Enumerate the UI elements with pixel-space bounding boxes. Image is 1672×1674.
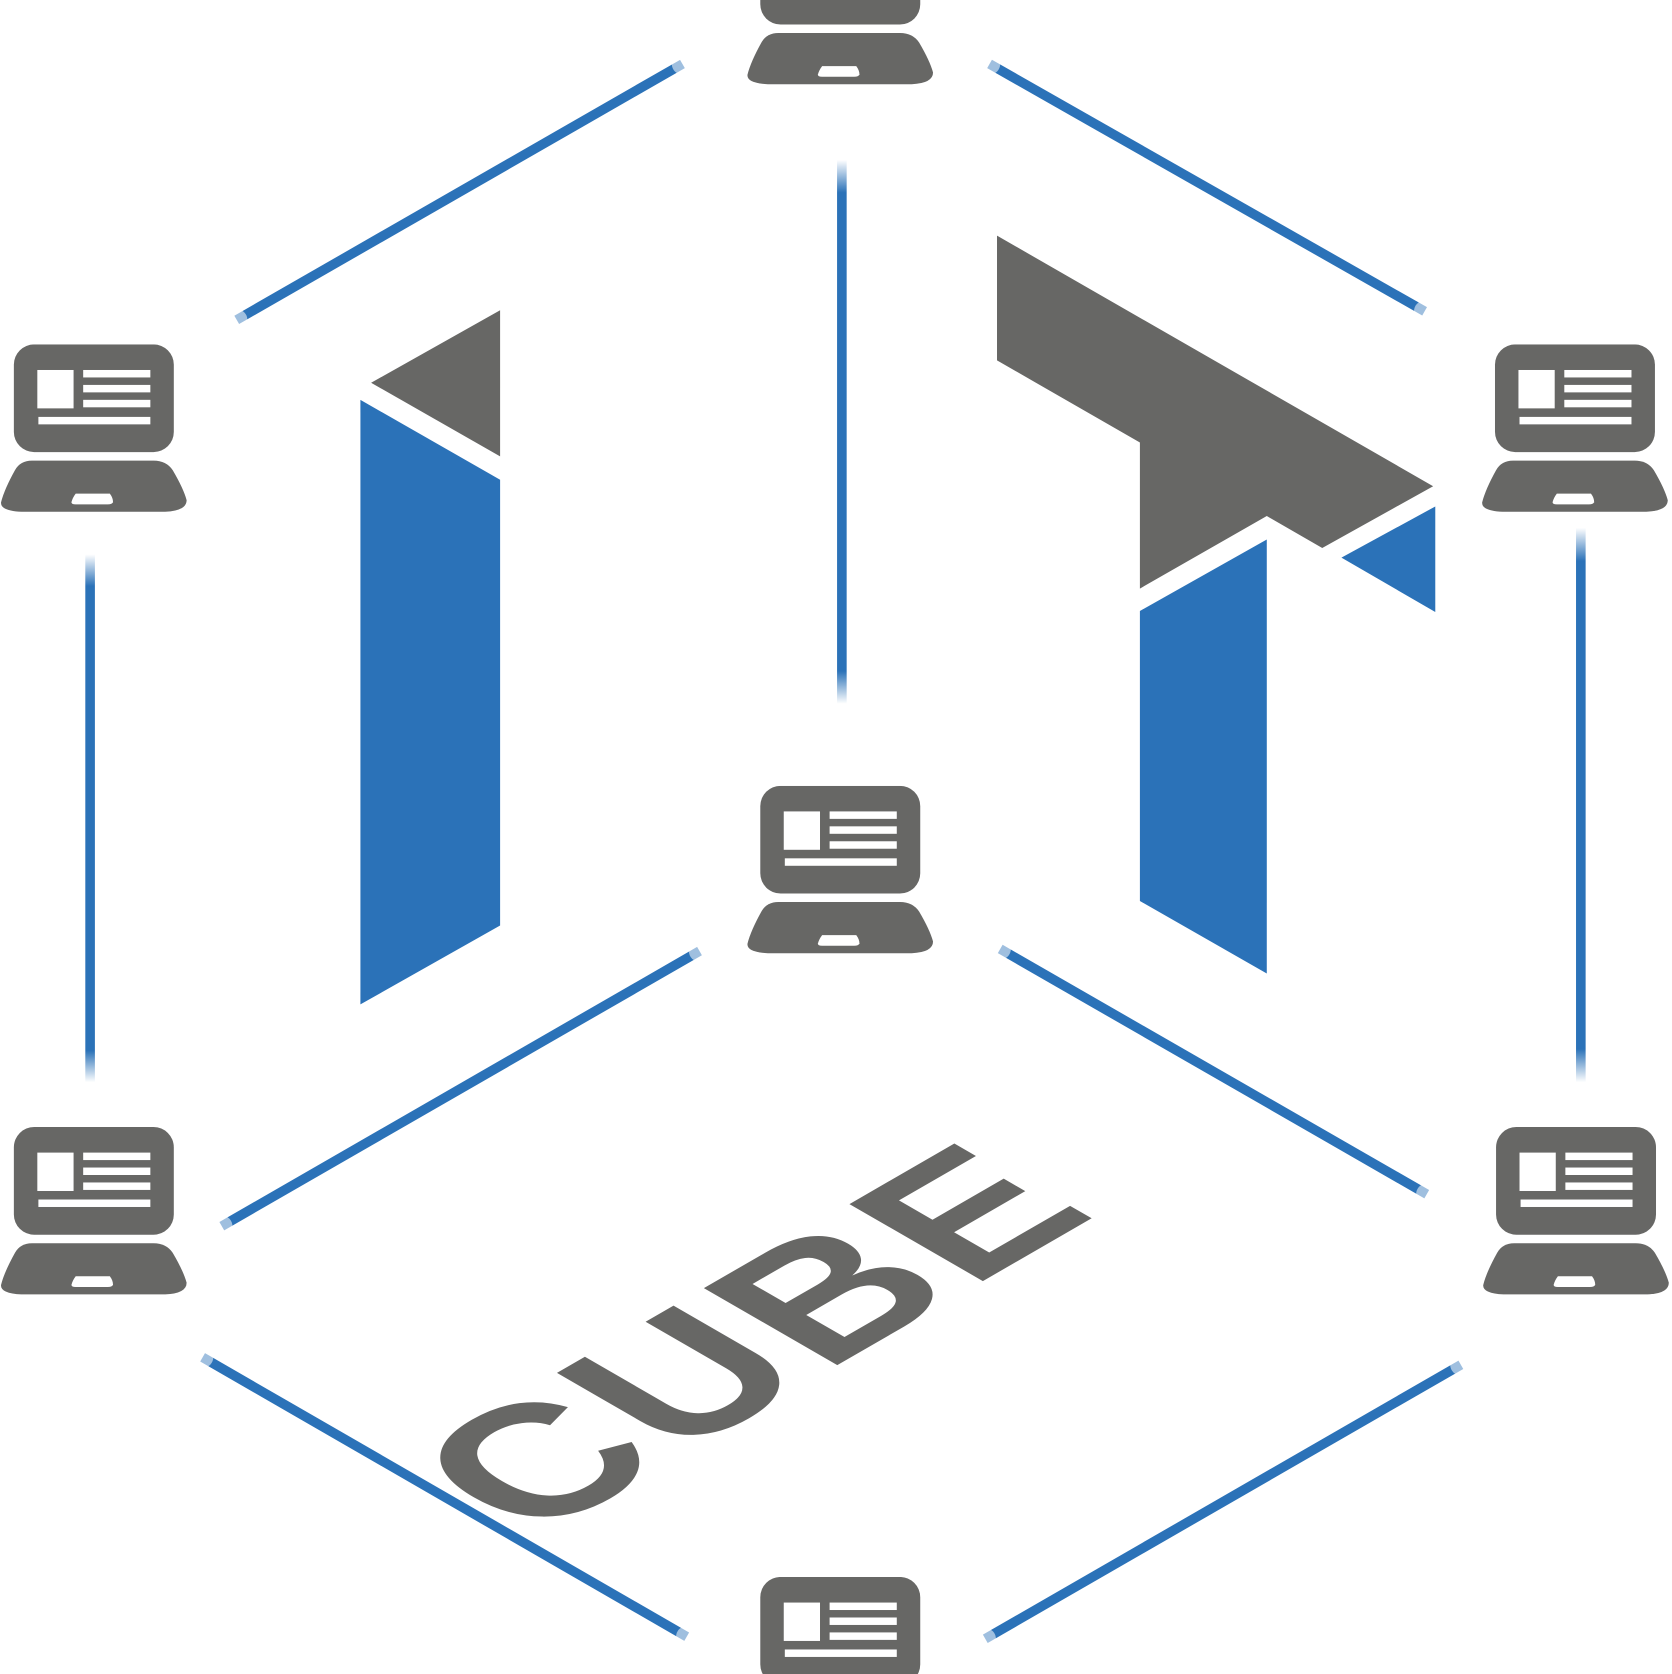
computer-icon bbox=[1483, 1127, 1669, 1295]
connector-line bbox=[219, 946, 702, 1231]
computer-icon bbox=[1, 1127, 187, 1295]
network-lines bbox=[85, 53, 1586, 1650]
computer-icon bbox=[1482, 344, 1668, 512]
connector-line bbox=[997, 944, 1430, 1199]
connector-line bbox=[837, 159, 847, 704]
connector-line bbox=[85, 554, 95, 1083]
letter-t-stem-blue bbox=[1139, 539, 1267, 974]
letter-t bbox=[997, 235, 1436, 974]
computer-icon bbox=[1, 344, 187, 512]
connector-line bbox=[200, 1353, 690, 1641]
connector-line bbox=[982, 1360, 1464, 1643]
letter-i-top-gray bbox=[371, 310, 501, 457]
cube-text: CUBE bbox=[358, 1110, 1146, 1565]
computer-icon bbox=[747, 785, 934, 954]
connector-line bbox=[987, 59, 1427, 316]
connector-line bbox=[1576, 527, 1586, 1083]
cube-wordmark: CUBE bbox=[358, 1110, 1146, 1565]
connector-line bbox=[234, 59, 685, 325]
letter-t-bar-gray bbox=[997, 235, 1434, 589]
letter-i bbox=[360, 310, 501, 1005]
letter-i-stem-blue bbox=[360, 399, 501, 1005]
computer-icon bbox=[747, 0, 934, 85]
computer-icon bbox=[747, 1576, 934, 1674]
letter-t-right-blue bbox=[1341, 506, 1436, 613]
